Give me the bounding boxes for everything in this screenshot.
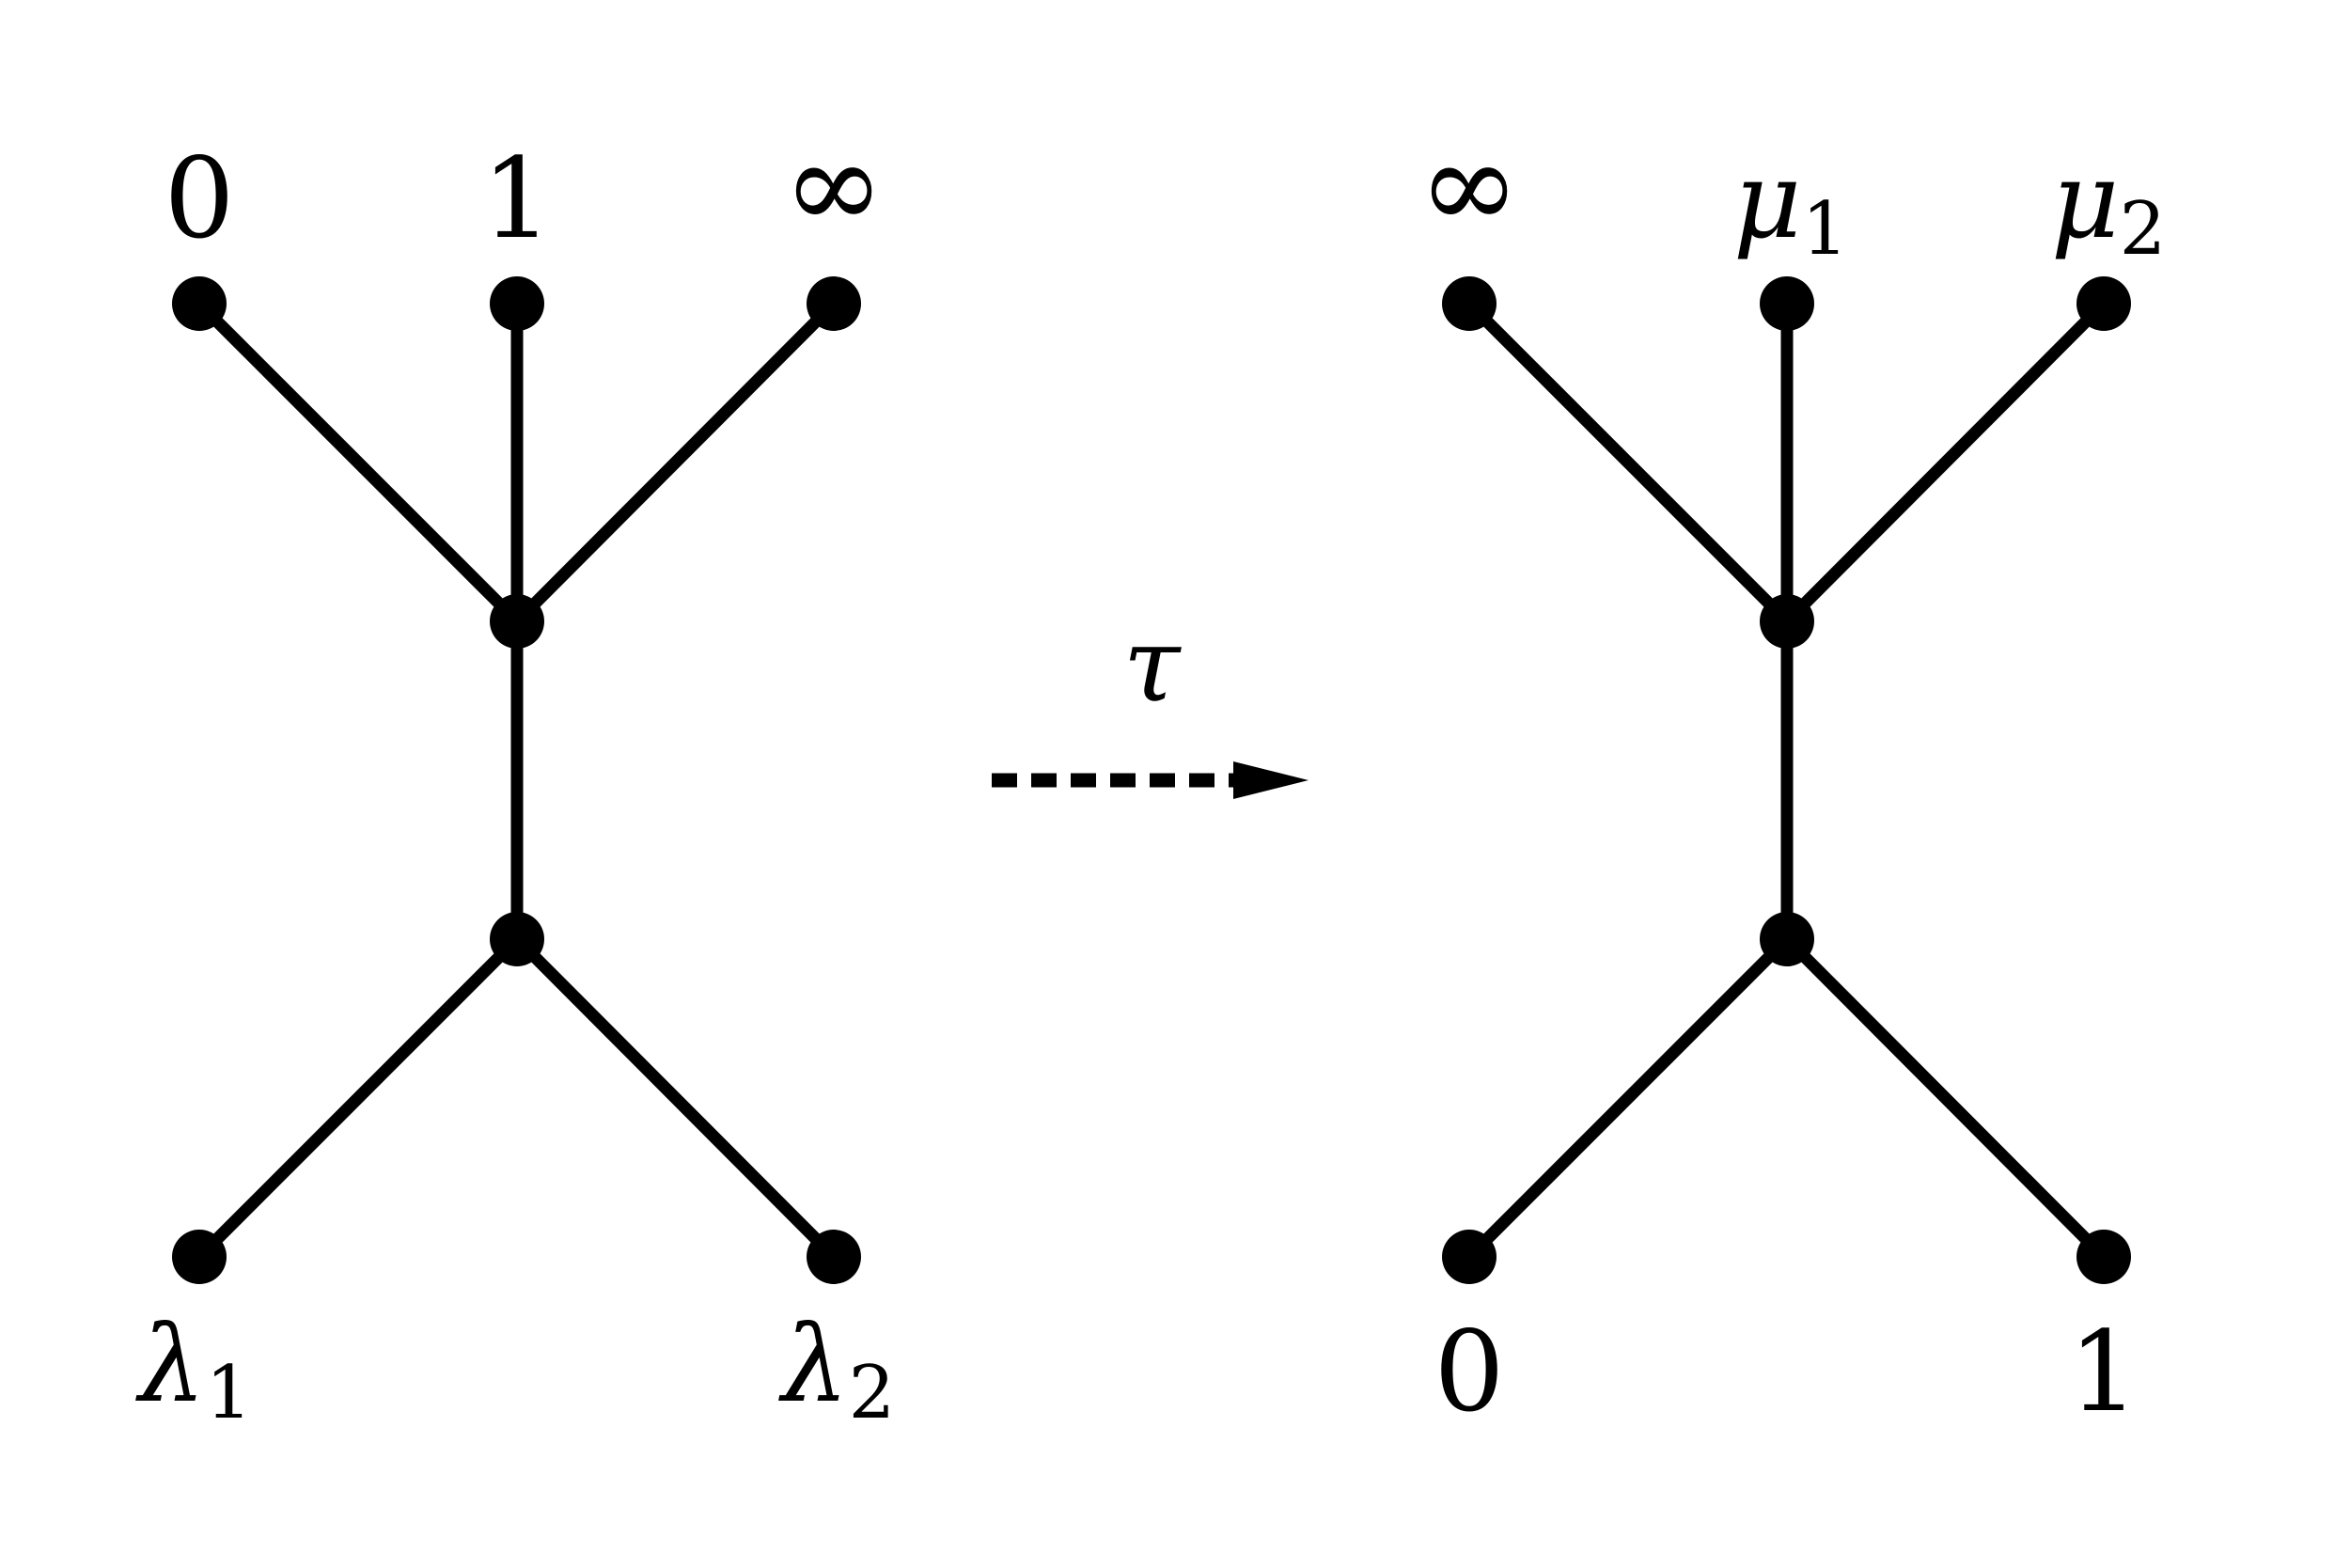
right-internal-node-upper [1760,594,1814,649]
left-edge-lower-node-to-lambda2 [510,933,840,1263]
map-label-tau: τ [1123,604,1183,725]
left-internal-node-lower [490,912,544,966]
right-edge-lower-node-to-1 [1780,933,2110,1263]
left-leaf-node-0 [172,276,227,331]
right-internal-node-lower [1760,912,1814,966]
mu1-base: μ [1733,140,1802,262]
right-label-0: 0 [1434,1307,1504,1436]
lambda1-subscript: 1 [206,1351,253,1435]
left-label-lambda1: λ1 [135,1304,253,1435]
right-tree-nodes [1442,276,2131,1284]
left-edge-0-to-upper-node [193,297,524,628]
right-edge-mu2-to-upper-node [1780,297,2110,628]
left-label-inf: ∞ [783,114,885,257]
mu2-base: μ [2051,140,2120,262]
left-label-1: 1 [481,133,552,263]
right-leaf-node-mu2 [2076,276,2131,331]
lambda2-subscript: 2 [849,1351,896,1435]
right-edge-lower-node-to-0 [1463,933,1794,1263]
lambda1-base: λ [135,1304,206,1426]
left-label-lambda2: λ2 [778,1304,896,1435]
right-label-inf: ∞ [1418,114,1520,257]
left-internal-node-upper [490,594,544,649]
right-label-mu2: μ2 [2051,140,2166,272]
left-edge-lower-node-to-lambda1 [193,933,524,1263]
right-leaf-node-mu1 [1760,276,1814,331]
left-edge-inf-to-upper-node [510,297,840,628]
right-leaf-node-0 [1442,1230,1497,1284]
mu1-subscript: 1 [1802,187,1849,272]
right-tree [1463,297,2110,1263]
right-leaf-node-inf [1442,276,1497,331]
left-leaf-node-lambda2 [807,1230,861,1284]
right-label-mu1: μ1 [1733,140,1848,272]
right-label-1: 1 [2068,1307,2139,1436]
dashed-arrow-head [1233,761,1309,799]
mu2-subscript: 2 [2120,187,2167,272]
left-leaf-node-inf [807,276,861,331]
left-tree [193,297,840,1263]
right-edge-inf-to-upper-node [1463,297,1794,628]
left-label-0: 0 [164,133,234,263]
lambda2-base: λ [778,1304,849,1426]
left-leaf-node-1 [490,276,544,331]
left-leaf-node-lambda1 [172,1230,227,1284]
dashed-arrow [992,761,1309,799]
right-leaf-node-1 [2076,1230,2131,1284]
left-tree-nodes [172,276,861,1284]
